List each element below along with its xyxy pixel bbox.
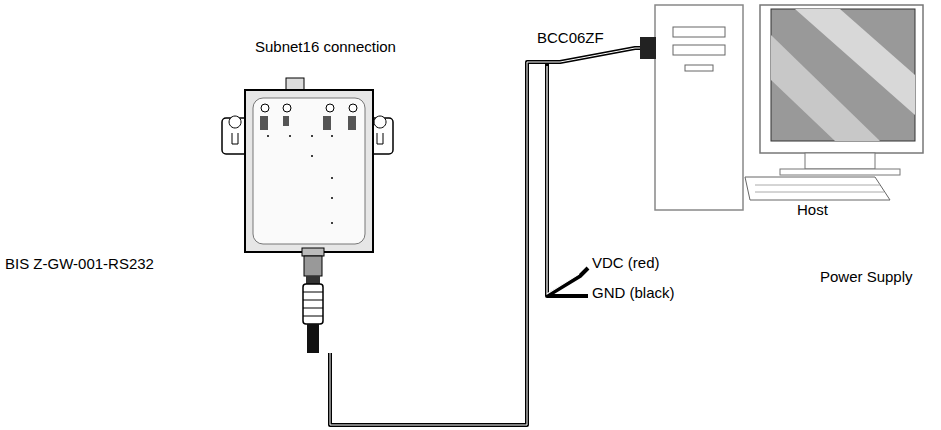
callout-label: GND (black) [592, 284, 675, 302]
computer-illustration [655, 5, 925, 230]
callout-label: Subnet16 connection [255, 38, 396, 56]
power-wire [547, 294, 588, 298]
cable [330, 48, 655, 425]
host-computer: Host [655, 5, 925, 230]
device-label: Host [797, 201, 828, 219]
callout-label: Power Supply [820, 268, 913, 286]
gateway-device: BIS Z-GW-001-RS232 [220, 78, 395, 353]
device-label: BIS Z-GW-001-RS232 [5, 255, 154, 273]
gateway-illustration [220, 78, 395, 353]
cable-label: BCC06ZF [537, 29, 604, 47]
power-wire [547, 62, 588, 296]
callout-label: VDC (red) [592, 254, 660, 272]
